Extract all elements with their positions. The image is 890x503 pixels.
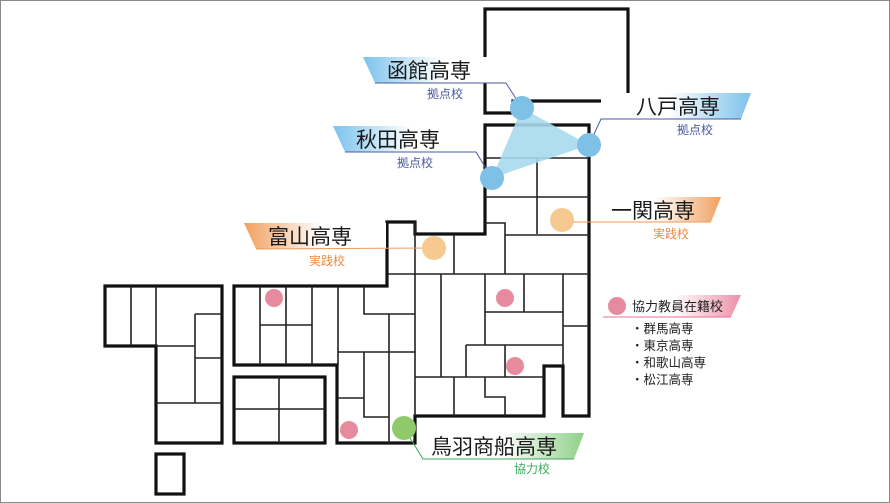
practice-marker-toyama	[422, 236, 446, 260]
legend-item: ・松江高専	[631, 372, 694, 387]
school-name: 一関高専	[611, 199, 695, 223]
school-name: 鳥羽商船高専	[431, 435, 557, 459]
school-name: 函館高専	[387, 59, 471, 83]
hub-marker-akita	[480, 166, 504, 190]
school-name: 八戸高専	[636, 95, 720, 119]
callout-toyama: 富山高専 実践校	[244, 223, 446, 268]
cooperating-marker-toba	[392, 416, 416, 440]
practice-marker-ichinoseki	[550, 208, 574, 232]
hub-network-triangle	[492, 108, 589, 178]
faculty-marker-tokyo	[506, 357, 524, 375]
school-role: 実践校	[309, 253, 345, 268]
school-role: 実践校	[653, 226, 689, 241]
faculty-marker-wakayama	[340, 421, 358, 439]
school-role: 拠点校	[397, 155, 433, 170]
legend-marker-icon	[608, 297, 626, 315]
callout-akita: 秋田高専 拠点校	[333, 126, 504, 190]
school-name: 富山高専	[268, 225, 352, 249]
okinawa	[154, 452, 186, 496]
kyushu	[103, 284, 224, 445]
faculty-marker-gunma	[496, 289, 514, 307]
faculty-school-markers	[265, 289, 524, 439]
callout-toba: 鳥羽商船高専 協力校	[392, 416, 584, 476]
callout-hachinohe: 八戸高専 拠点校	[577, 93, 751, 157]
legend-title: 協力教員在籍校	[632, 299, 723, 315]
callout-ichinoseki: 一関高専 実践校	[550, 197, 721, 241]
school-name: 秋田高専	[356, 128, 440, 152]
callout-hakodate: 函館高専 拠点校	[363, 57, 534, 120]
legend-item: ・群馬高専	[631, 321, 694, 336]
school-role: 拠点校	[677, 122, 713, 137]
faculty-marker-matsue	[265, 289, 283, 307]
hub-marker-hakodate	[510, 96, 534, 120]
legend-item: ・和歌山高専	[631, 355, 706, 370]
school-role: 協力校	[514, 461, 550, 476]
legend-item: ・東京高専	[631, 338, 694, 353]
school-role: 拠点校	[427, 86, 463, 101]
legend-faculty-schools: 協力教員在籍校 ・群馬高専 ・東京高専 ・和歌山高専 ・松江高専	[603, 295, 741, 387]
hub-marker-hachinohe	[577, 133, 601, 157]
